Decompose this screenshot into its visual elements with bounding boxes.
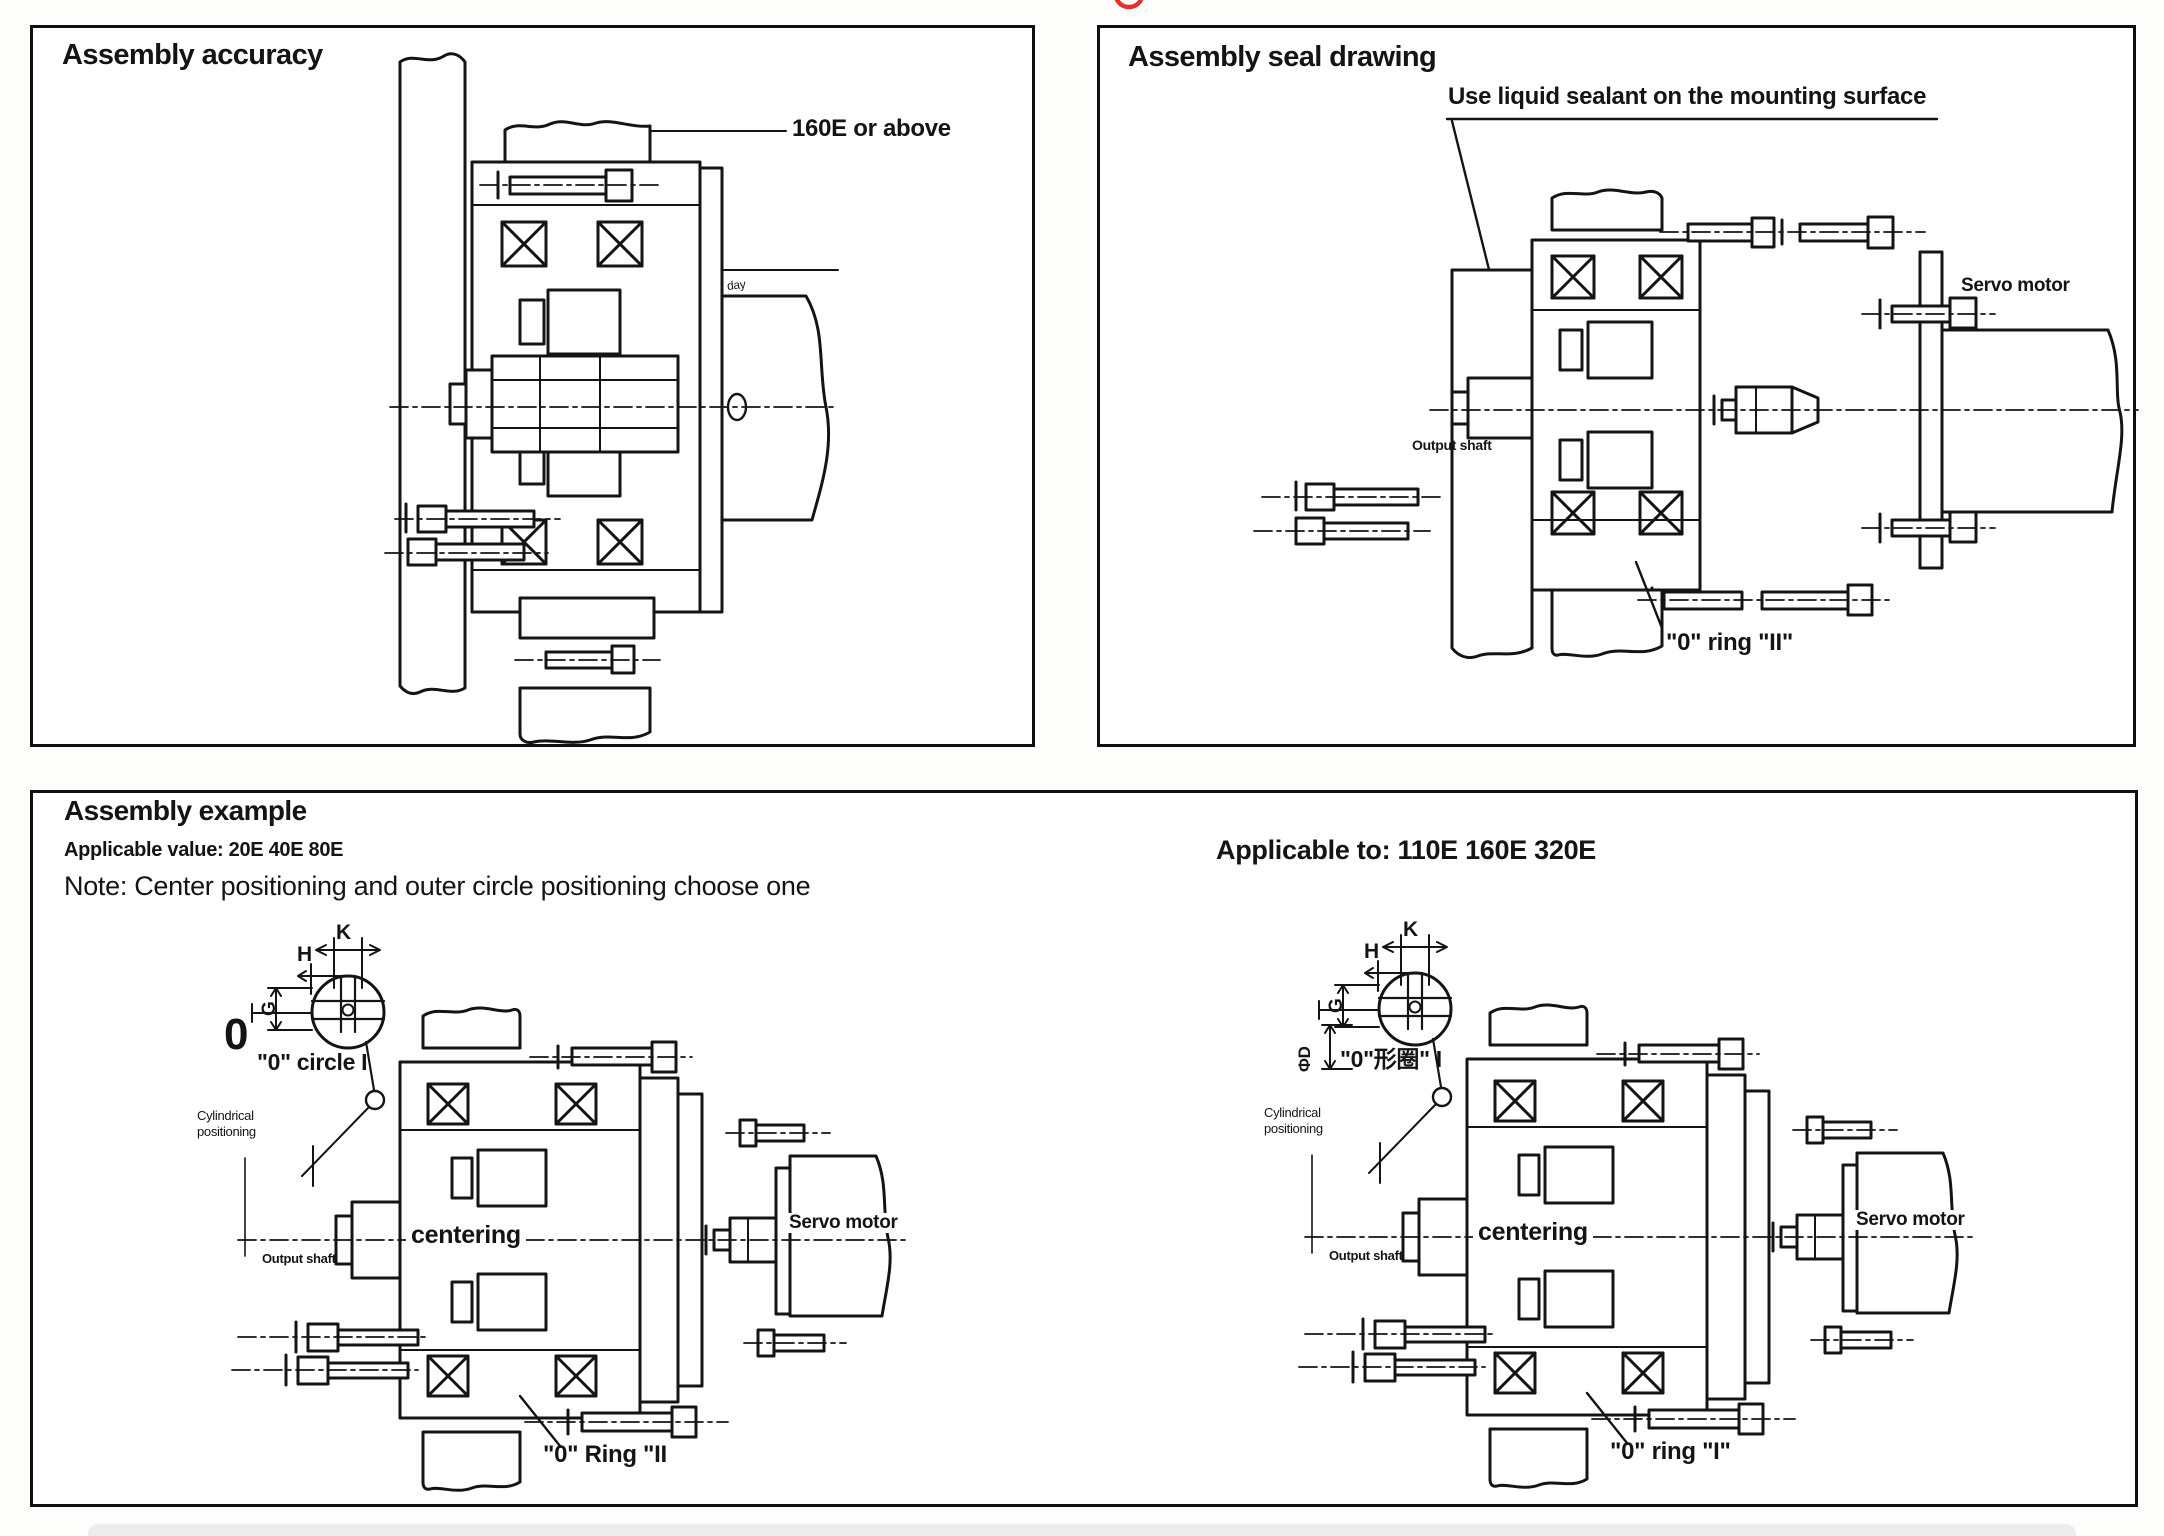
example-right-dim-h: H xyxy=(1364,940,1379,963)
example-right-output-shaft-label: Output shaft xyxy=(1329,1248,1403,1263)
accuracy-title: Assembly accuracy xyxy=(62,39,323,71)
example-left-zero: 0 xyxy=(224,1010,249,1059)
seal-note: Use liquid sealant on the mounting surfa… xyxy=(1448,83,1927,110)
example-right-dim-k: K xyxy=(1403,918,1418,941)
example-right-servo-motor-label: Servo motor xyxy=(1851,1210,1970,1230)
example-applicable-value: Applicable value: 20E 40E 80E xyxy=(64,839,344,861)
accuracy-drawing xyxy=(384,52,839,744)
seal-drawing xyxy=(1253,117,2139,660)
seal-o-ring-label: "0" ring "II" xyxy=(1666,629,1793,656)
example-applicable-to: Applicable to: 110E 160E 320E xyxy=(1216,835,1596,865)
bottom-scroll-band xyxy=(88,1524,2076,1536)
example-right-detail-label: "0"形圈" I xyxy=(1340,1046,1442,1072)
example-left-dim-h: H xyxy=(297,943,312,966)
red-logo-fragment xyxy=(1114,0,1144,10)
example-note: Note: Center positioning and outer circl… xyxy=(64,871,811,901)
example-left-centering-label: centering xyxy=(406,1222,526,1248)
example-right-o-ring-label: "0" ring "I" xyxy=(1610,1438,1731,1465)
seal-servo-motor-label: Servo motor xyxy=(1956,276,2075,296)
example-left-detail-label: "0" circle I xyxy=(257,1049,368,1075)
example-left-dim-g: G xyxy=(259,1001,280,1016)
example-left-output-shaft-label: Output shaft xyxy=(262,1251,336,1266)
example-right-centering-label: centering xyxy=(1473,1219,1593,1245)
example-left-o-ring-label: "0" Ring "II xyxy=(543,1441,667,1468)
panel-assembly-example xyxy=(30,790,2138,1507)
example-right-cylindrical-label: Cylindrical positioning xyxy=(1264,1105,1323,1137)
example-left-dim-k: K xyxy=(336,921,351,944)
example-right-phid-dimension xyxy=(1321,1024,1353,1070)
example-left-cylindrical-label: Cylindrical positioning xyxy=(197,1108,256,1140)
example-title: Assembly example xyxy=(64,795,307,826)
accuracy-dim-label: day xyxy=(724,277,749,293)
example-right-dim-phid: ΦD xyxy=(1295,1046,1314,1072)
seal-output-shaft-label: Output shaft xyxy=(1412,437,1492,453)
example-right-dim-g: G xyxy=(1326,998,1347,1013)
accuracy-size-label: 160E or above xyxy=(792,115,951,142)
seal-title: Assembly seal drawing xyxy=(1128,41,1437,73)
example-left-servo-motor-label: Servo motor xyxy=(784,1213,903,1233)
